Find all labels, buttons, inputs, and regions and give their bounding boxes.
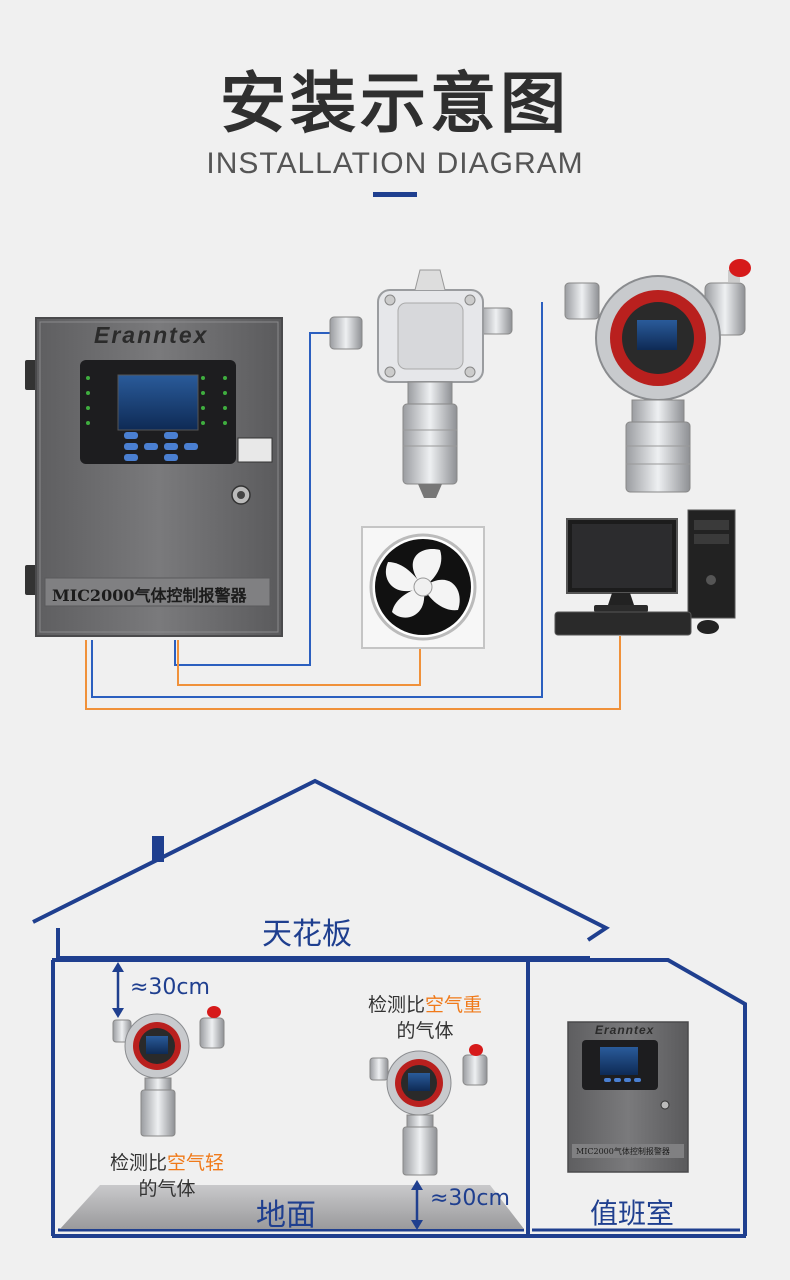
- light-gas-note: 检测比空气轻 的气体: [102, 1150, 232, 1202]
- controller-cabinet-small: [567, 1021, 689, 1173]
- light-gas-prefix: 检测比: [109, 1152, 167, 1174]
- controller-cabinet: [25, 317, 283, 637]
- detector-lower: [369, 1044, 488, 1176]
- wire-to-detector-2: [91, 302, 543, 698]
- roof-outline: [32, 778, 610, 942]
- page-title: 安装示意图: [220, 65, 570, 142]
- detector-upper: [112, 1006, 225, 1137]
- computer: [554, 509, 736, 636]
- top-distance-label: ≈30cm: [130, 975, 210, 1000]
- heavy-gas-highlight: 空气重: [425, 994, 483, 1016]
- chimney: [152, 836, 164, 862]
- small-controller-brand: Eranntex: [595, 1023, 655, 1037]
- floor-surface: [60, 1185, 524, 1229]
- floor-label: 地面: [256, 1198, 316, 1233]
- gas-detector-2: [564, 259, 751, 493]
- light-gas-highlight: 空气轻: [167, 1152, 225, 1174]
- gas-detector-1: [329, 269, 513, 498]
- title-underline: [373, 192, 417, 197]
- bottom-distance-label: ≈30cm: [430, 1186, 510, 1211]
- small-controller-model-label: MIC2000气体控制报警器: [576, 1147, 670, 1156]
- page-subtitle: INSTALLATION DIAGRAM: [206, 147, 584, 180]
- heavy-gas-suffix: 的气体: [396, 1020, 454, 1042]
- controller-model-label: MIC2000气体控制报警器: [52, 586, 247, 605]
- controller-brand: Eranntex: [94, 322, 209, 348]
- wire-to-computer: [85, 636, 621, 710]
- wire-to-detector-1: [174, 332, 333, 666]
- wire-to-fan: [177, 640, 421, 686]
- heavy-gas-note: 检测比空气重 的气体: [360, 992, 490, 1044]
- heavy-gas-prefix: 检测比: [367, 994, 425, 1016]
- wiring: [85, 302, 621, 710]
- exhaust-fan: [361, 526, 485, 649]
- right-roof: [590, 958, 747, 1236]
- top-distance-arrow: [112, 962, 124, 1018]
- ceiling-label: 天花板: [262, 917, 352, 952]
- duty-room-label: 值班室: [590, 1197, 675, 1230]
- bottom-distance-arrow: [411, 1180, 423, 1230]
- house: [32, 778, 747, 1238]
- light-gas-suffix: 的气体: [138, 1178, 196, 1200]
